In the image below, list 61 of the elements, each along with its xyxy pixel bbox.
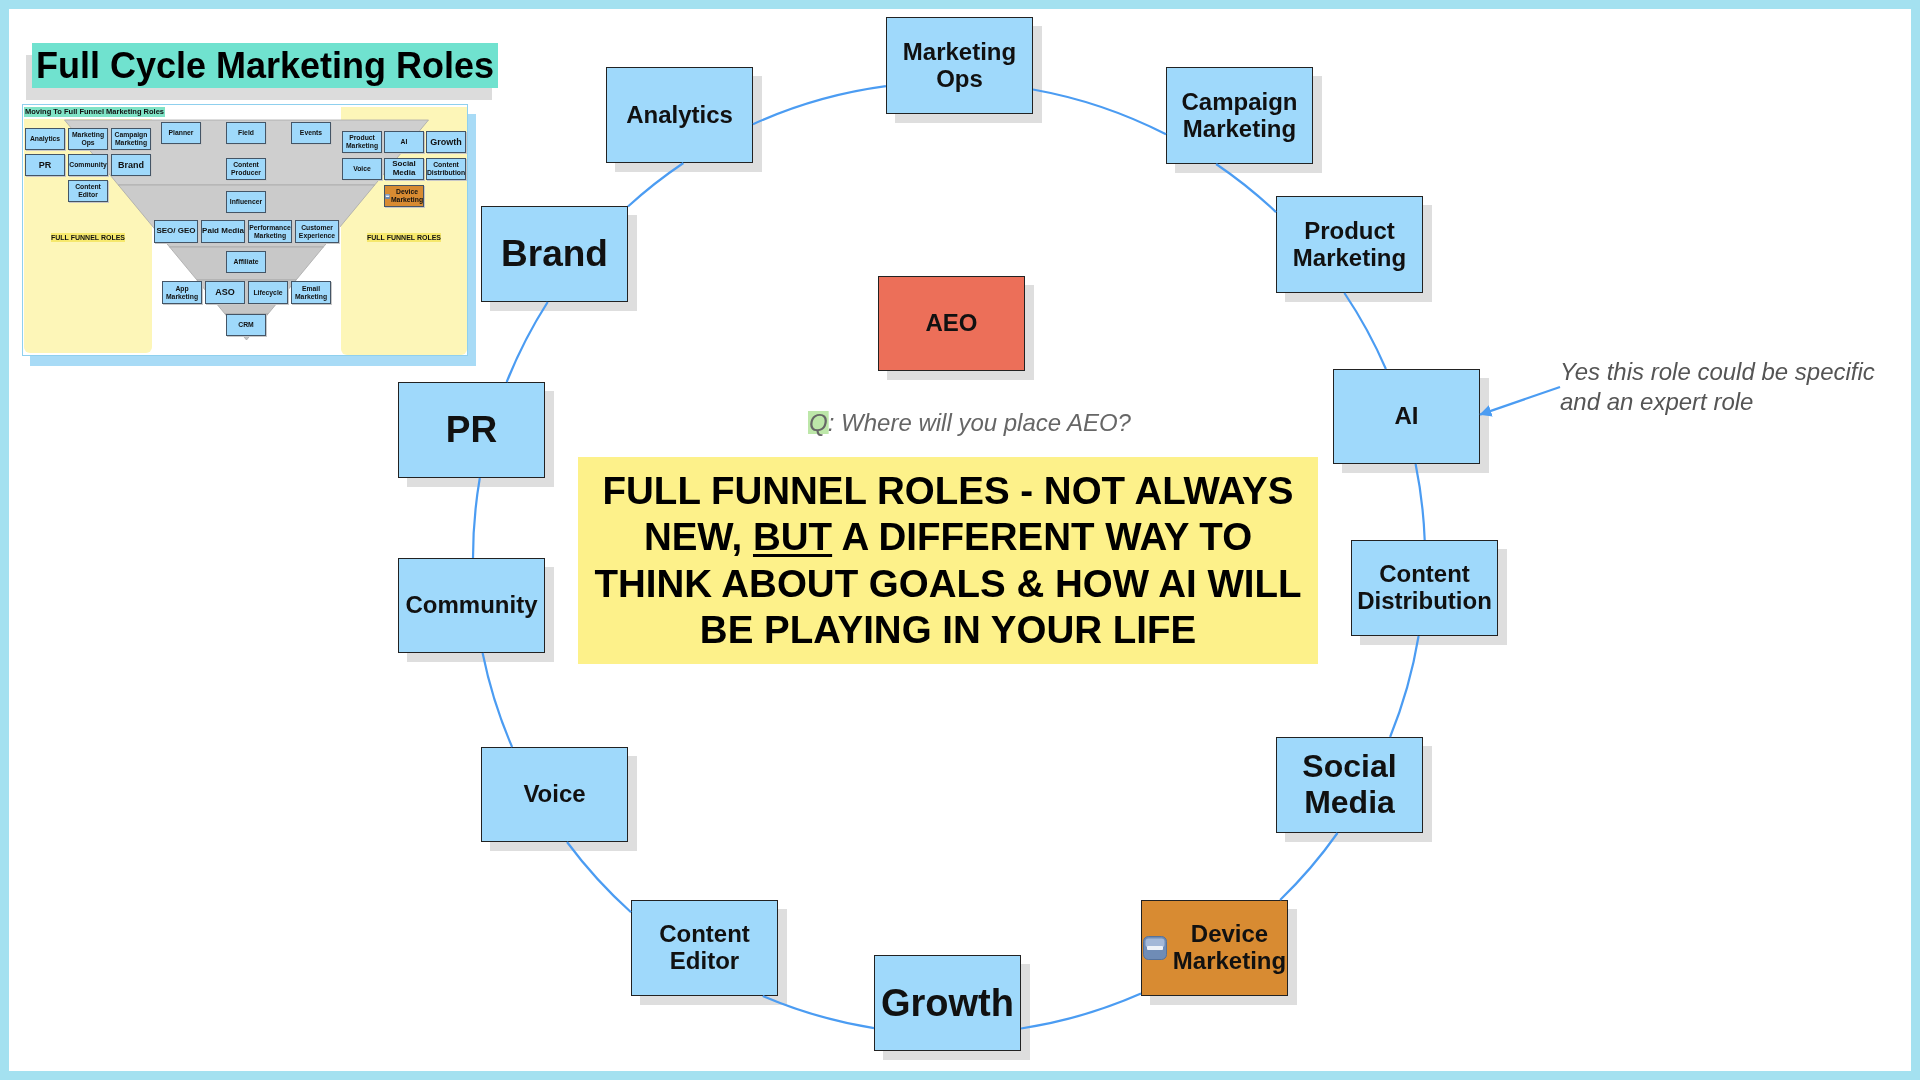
connector-line (505, 301, 549, 383)
node-label: PR (445, 409, 498, 451)
role-box (426, 131, 466, 153)
node-label: Growth (430, 136, 462, 148)
role-box (226, 251, 266, 273)
connector-line (481, 652, 514, 748)
node-label: Community (405, 592, 538, 619)
node-label: PR (38, 159, 52, 171)
role-box (342, 158, 382, 180)
connector-line (471, 477, 481, 559)
node-label: Marketing Ops (901, 38, 1018, 93)
node-label: Content Editor (658, 921, 751, 975)
connector-line (1389, 635, 1420, 738)
node-label: AI (1394, 403, 1419, 430)
node-label: Device Marketing (1172, 921, 1287, 975)
role-box (68, 180, 108, 202)
node-label: Social Media (391, 160, 417, 178)
role-box (154, 220, 198, 243)
role-box (25, 128, 65, 150)
node-label: Voice (523, 781, 586, 808)
role-box (291, 122, 331, 144)
role-box (111, 154, 151, 176)
role-box (205, 281, 245, 304)
role-box (248, 281, 288, 304)
role-box (384, 131, 424, 153)
node-label: ASO (215, 287, 235, 298)
node-label: Growth (881, 981, 1014, 1025)
node-label: Paid Media (202, 227, 244, 236)
role-box (226, 191, 266, 213)
role-box (226, 122, 266, 144)
node-label: Social Media (1301, 749, 1398, 821)
node-label: Product Marketing (1291, 217, 1408, 272)
annotation-text: Yes this role could be specific and an expert role (1560, 357, 1895, 417)
connector-line (1343, 292, 1387, 370)
node-label: AEO (925, 310, 978, 337)
connector-line (1279, 832, 1339, 901)
connector-line (566, 841, 632, 913)
role-box (201, 220, 245, 243)
banner-text: FULL FUNNEL ROLES - NOT ALWAYS NEW, BUT A DIFFERENT WAY TO THINK ABOUT GOALS & HOW AI WILL BE PLAYING IN YOUR LIFE (593, 468, 1303, 653)
connector-line (762, 994, 875, 1030)
role-box (68, 154, 108, 176)
connector-line (1414, 463, 1426, 541)
role-box (384, 158, 424, 180)
highlight-panel (24, 119, 152, 353)
role-box (384, 185, 424, 207)
highlight-panel (341, 107, 467, 355)
connector-line (627, 162, 685, 208)
node-label: Analytics (626, 101, 733, 129)
node-label: Brand (501, 233, 608, 275)
connector-line (1215, 163, 1277, 213)
arrow (1479, 385, 1561, 417)
role-box (226, 314, 266, 336)
node-label: Content Distribution (1357, 561, 1492, 615)
connector-line (1020, 992, 1142, 1030)
node-label: Brand (118, 159, 144, 171)
connector-line (1032, 88, 1167, 136)
connector-line (752, 85, 887, 126)
role-box (161, 122, 201, 144)
role-box (25, 154, 65, 176)
node-label: SEO/ GEO (156, 227, 196, 236)
node-label: Campaign Marketing (1180, 88, 1299, 143)
